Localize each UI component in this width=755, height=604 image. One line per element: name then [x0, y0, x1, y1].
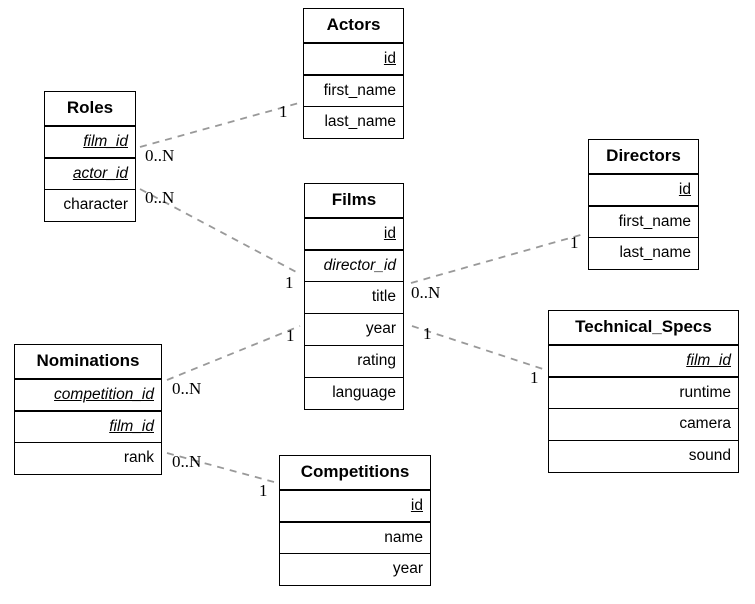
entity-directors[interactable]: Directors id first_name last_name [588, 139, 699, 270]
attribute-nominations-film-id[interactable]: film_id [14, 411, 162, 443]
relationship-line-films-techspecs [411, 325, 544, 370]
attribute-technical-specs-sound[interactable]: sound [548, 441, 739, 473]
entity-roles[interactable]: Roles film_id actor_id character [44, 91, 136, 222]
attribute-label: id [383, 225, 396, 242]
attribute-roles-actor-id[interactable]: actor_id [44, 158, 136, 190]
attribute-films-director-id[interactable]: director_id [304, 250, 404, 282]
attribute-nominations-competition-id[interactable]: competition_id [14, 379, 162, 411]
attribute-label: first_name [323, 82, 396, 99]
cardinality-films-directors-to: 1 [570, 233, 579, 252]
attribute-label: character [63, 196, 128, 213]
attribute-label: film_id [686, 352, 731, 369]
attribute-label: director_id [323, 257, 396, 274]
attribute-label: last_name [324, 113, 396, 130]
entity-competitions[interactable]: Competitions id name year [279, 455, 431, 586]
attribute-competitions-year[interactable]: year [279, 554, 431, 586]
attribute-label: rating [357, 352, 396, 369]
attribute-label: title [371, 288, 396, 305]
attribute-label: id [383, 50, 396, 67]
attribute-label: id [410, 497, 423, 514]
entity-title-roles: Roles [44, 91, 136, 126]
attribute-label: id [678, 181, 691, 198]
attribute-actors-last-name[interactable]: last_name [303, 107, 404, 139]
attribute-technical-specs-runtime[interactable]: runtime [548, 377, 739, 409]
attribute-label: film_id [109, 418, 154, 435]
attribute-label: name [384, 529, 423, 546]
entity-title-films: Films [304, 183, 404, 218]
attribute-roles-film-id[interactable]: film_id [44, 126, 136, 158]
cardinality-nominations-films-from: 0..N [172, 379, 202, 398]
attribute-competitions-id[interactable]: id [279, 490, 431, 522]
attribute-technical-specs-film-id[interactable]: film_id [548, 345, 739, 377]
attribute-label: rank [123, 449, 154, 466]
attribute-label: runtime [679, 384, 731, 401]
attribute-label: year [365, 320, 396, 337]
entity-title-technical-specs: Technical_Specs [548, 310, 739, 345]
entity-title-directors: Directors [588, 139, 699, 174]
cardinality-films-techspecs-to: 1 [530, 368, 539, 387]
cardinality-nominations-competitions-to: 1 [259, 481, 268, 500]
attribute-roles-character[interactable]: character [44, 190, 136, 222]
attribute-competitions-name[interactable]: name [279, 522, 431, 554]
cardinality-nominations-competitions-from: 0..N [172, 452, 202, 471]
attribute-label: camera [679, 415, 731, 432]
attribute-films-year[interactable]: year [304, 314, 404, 346]
relationship-line-roles-actors [139, 102, 300, 148]
attribute-films-rating[interactable]: rating [304, 346, 404, 378]
attribute-films-language[interactable]: language [304, 378, 404, 410]
relationship-line-films-directors [410, 233, 585, 284]
attribute-label: first_name [618, 213, 691, 230]
cardinality-roles-actors-to: 1 [279, 102, 288, 121]
cardinality-roles-films-to: 1 [285, 273, 294, 292]
cardinality-films-techspecs-from: 1 [423, 324, 432, 343]
entity-title-actors: Actors [303, 8, 404, 43]
attribute-label: sound [688, 447, 731, 464]
attribute-label: competition_id [54, 386, 154, 403]
relationship-line-nominations-films [166, 325, 301, 381]
attribute-directors-first-name[interactable]: first_name [588, 206, 699, 238]
entity-actors[interactable]: Actors id first_name last_name [303, 8, 404, 139]
attribute-directors-last-name[interactable]: last_name [588, 238, 699, 270]
attribute-label: film_id [83, 133, 128, 150]
attribute-actors-first-name[interactable]: first_name [303, 75, 404, 107]
entity-title-competitions: Competitions [279, 455, 431, 490]
entity-title-nominations: Nominations [14, 344, 162, 379]
cardinality-nominations-films-to: 1 [286, 326, 295, 345]
attribute-label: language [332, 384, 396, 401]
attribute-nominations-rank[interactable]: rank [14, 443, 162, 475]
attribute-films-title[interactable]: title [304, 282, 404, 314]
attribute-directors-id[interactable]: id [588, 174, 699, 206]
attribute-label: last_name [619, 244, 691, 261]
attribute-films-id[interactable]: id [304, 218, 404, 250]
cardinality-films-directors-from: 0..N [411, 283, 441, 302]
attribute-label: actor_id [72, 165, 128, 182]
cardinality-roles-actors-from: 0..N [145, 146, 175, 165]
cardinality-roles-films-from: 0..N [145, 188, 175, 207]
attribute-actors-id[interactable]: id [303, 43, 404, 75]
attribute-label: year [392, 560, 423, 577]
attribute-technical-specs-camera[interactable]: camera [548, 409, 739, 441]
